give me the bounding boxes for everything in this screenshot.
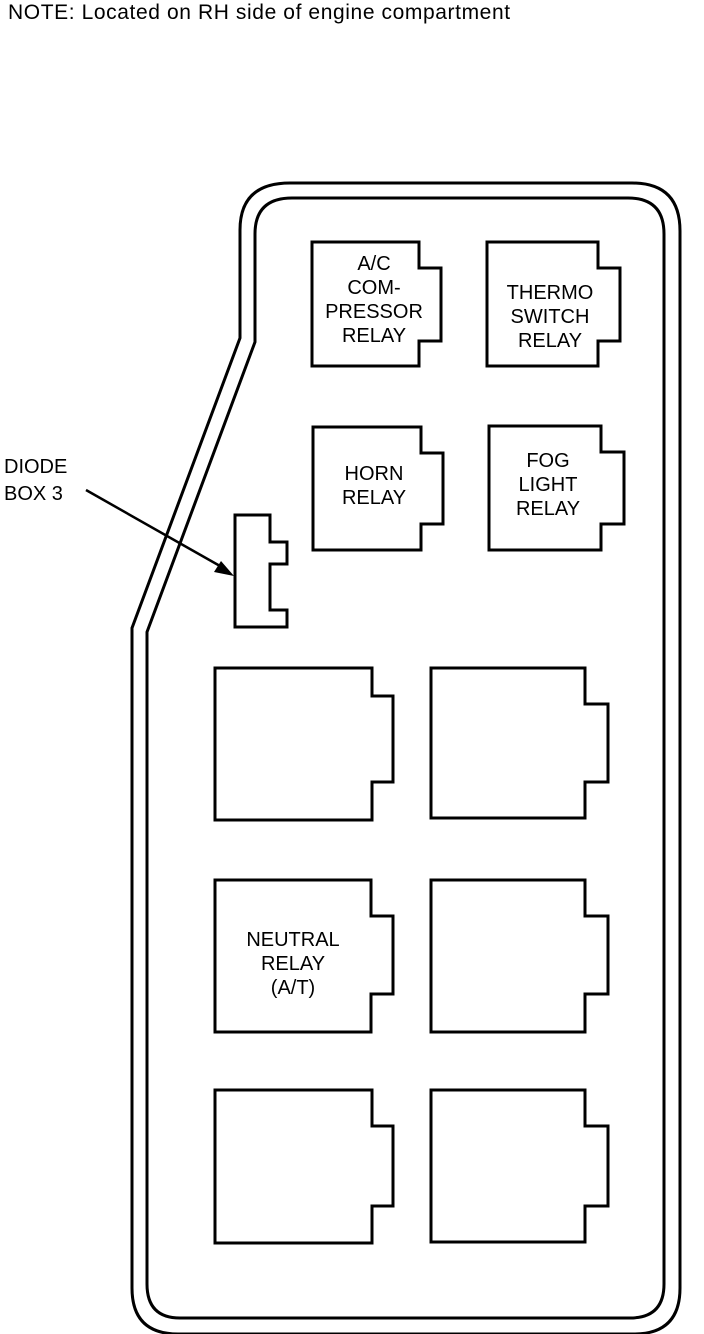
ac-relay-label-line2: COM- — [347, 277, 400, 299]
relay-slot-row5-left — [213, 1088, 395, 1245]
thermo-relay-label-line1: THERMO — [507, 282, 594, 304]
fog-relay-label-line3: RELAY — [516, 498, 580, 520]
fog-light-relay — [487, 424, 626, 552]
fog-relay-label-line1: FOG — [526, 450, 569, 472]
horn-relay — [311, 425, 445, 552]
fog-relay-label-line2: LIGHT — [519, 474, 578, 496]
thermo-relay-label-line3: RELAY — [518, 330, 582, 352]
neutral-relay-label-line1: NEUTRAL — [246, 929, 339, 951]
ac-relay-label-line4: RELAY — [342, 325, 406, 347]
relay-box-outer-outline — [130, 181, 682, 1334]
relay-slot-row3-left — [213, 666, 395, 822]
diode-box-label-line1: DIODE — [4, 456, 67, 478]
horn-relay-label-line2: RELAY — [342, 487, 406, 509]
ac-compressor-relay — [310, 240, 443, 368]
relay-slot-row4-right — [429, 878, 610, 1034]
location-note: NOTE: Located on RH side of engine compa… — [8, 1, 511, 24]
diode-box-3 — [233, 513, 289, 629]
relay-box-inner-outline — [145, 196, 666, 1320]
diode-box-callout-line — [85, 488, 221, 568]
thermo-relay-label-line2: SWITCH — [511, 306, 590, 328]
neutral-relay-label-line2: RELAY — [261, 953, 325, 975]
diode-box-label-line2: BOX 3 — [4, 483, 63, 505]
neutral-relay-label-line3: (A/T) — [271, 977, 315, 999]
ac-relay-label-line1: A/C — [357, 253, 390, 275]
neutral-relay — [213, 878, 395, 1034]
ac-relay-label-line3: PRESSOR — [325, 301, 423, 323]
horn-relay-label-line1: HORN — [345, 463, 404, 485]
relay-slot-row3-right — [429, 666, 610, 820]
relay-slot-row5-right — [429, 1088, 610, 1244]
thermo-switch-relay — [485, 240, 622, 368]
diode-box-callout-arrowhead — [214, 561, 234, 576]
